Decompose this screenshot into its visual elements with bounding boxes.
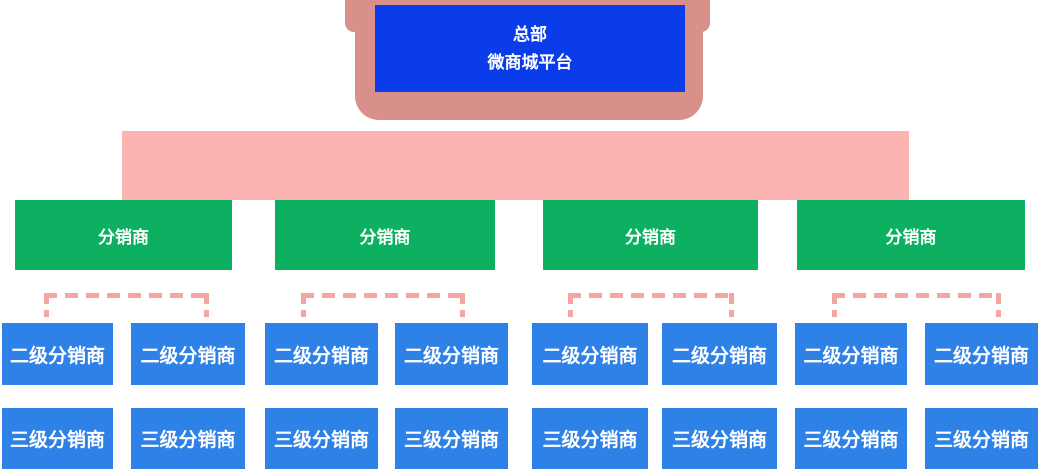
third-level-label: 三级分销商: [803, 430, 899, 451]
third-level-label: 三级分销商: [671, 430, 767, 451]
hq-title-line2: 微商城平台: [487, 52, 573, 72]
third-level-node: 三级分销商: [795, 408, 907, 469]
second-level-label: 二级分销商: [803, 345, 899, 367]
distributor-node: 分销商: [275, 200, 495, 270]
third-level-label: 三级分销商: [542, 430, 638, 451]
distributor-label: 分销商: [625, 227, 676, 247]
second-level-node: 二级分销商: [532, 323, 648, 385]
distributor-node: 分销商: [15, 200, 232, 270]
second-level-label: 二级分销商: [140, 345, 236, 367]
third-level-label: 三级分销商: [403, 430, 499, 451]
third-level-label: 三级分销商: [933, 430, 1029, 451]
hq-title-line1: 总部: [513, 24, 547, 44]
second-level-node: 二级分销商: [925, 323, 1038, 385]
dashed-connector-bracket: [301, 293, 465, 317]
third-level-node: 三级分销商: [532, 408, 648, 469]
second-level-node: 二级分销商: [131, 323, 245, 385]
third-level-node: 三级分销商: [2, 408, 113, 469]
distribution-bar: [122, 131, 909, 200]
third-level-node: 三级分销商: [265, 408, 378, 469]
third-level-node: 三级分销商: [131, 408, 245, 469]
third-level-label: 三级分销商: [140, 430, 236, 451]
second-level-node: 二级分销商: [265, 323, 378, 385]
second-level-label: 二级分销商: [403, 345, 499, 367]
distributor-label: 分销商: [98, 227, 149, 247]
third-level-node: 三级分销商: [395, 408, 508, 469]
distributor-label: 分销商: [359, 227, 411, 247]
hq-node: 总部 微商城平台: [375, 5, 685, 92]
third-level-node: 三级分销商: [662, 408, 777, 469]
dashed-connector-bracket: [832, 293, 1001, 317]
third-level-label: 三级分销商: [273, 430, 369, 451]
second-level-node: 二级分销商: [395, 323, 508, 385]
second-level-label: 二级分销商: [273, 345, 369, 367]
second-level-label: 二级分销商: [9, 345, 105, 367]
dashed-connector-bracket: [44, 293, 209, 317]
second-level-node: 二级分销商: [795, 323, 907, 385]
third-level-label: 三级分销商: [9, 430, 105, 451]
third-level-node: 三级分销商: [925, 408, 1038, 469]
second-level-label: 二级分销商: [933, 345, 1029, 367]
distributor-node: 分销商: [543, 200, 758, 270]
dashed-connector-bracket: [568, 293, 734, 317]
distributor-node: 分销商: [797, 200, 1025, 270]
second-level-node: 二级分销商: [662, 323, 777, 385]
second-level-label: 二级分销商: [542, 345, 638, 367]
distributor-label: 分销商: [885, 227, 937, 247]
second-level-node: 二级分销商: [2, 323, 113, 385]
second-level-label: 二级分销商: [671, 345, 767, 367]
